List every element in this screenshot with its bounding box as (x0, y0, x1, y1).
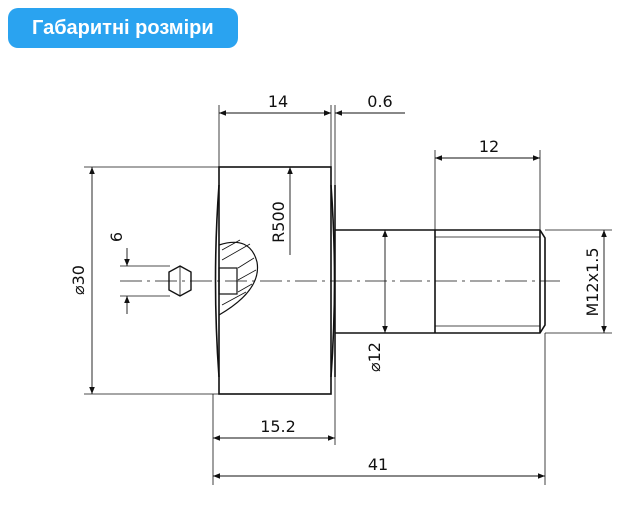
dim-thread: M12x1.5 (583, 247, 602, 316)
dim-offset: 15.2 (260, 417, 296, 436)
dim-overall-length: 41 (368, 455, 388, 474)
dim-thread-length: 12 (479, 137, 499, 156)
roller-body (218, 166, 332, 395)
section-cutout (218, 239, 259, 316)
extension-lines (84, 105, 612, 485)
dim-roller-width: 14 (268, 92, 288, 111)
dim-outer-diameter: ⌀30 (69, 265, 88, 295)
shaft-outline (335, 229, 546, 334)
roller-left-chamfer (214, 184, 220, 378)
dim-radius: R500 (269, 201, 288, 243)
dim-hole: 6 (107, 232, 126, 242)
part-outline (214, 166, 546, 395)
section-title-badge: Габаритні розміри (8, 8, 238, 48)
dimension-lines (89, 110, 607, 479)
thread-lines (435, 236, 540, 327)
section-title: Габаритні розміри (32, 16, 214, 39)
dim-gap: 0.6 (367, 92, 392, 111)
dim-shaft-diameter: ⌀12 (365, 342, 384, 372)
